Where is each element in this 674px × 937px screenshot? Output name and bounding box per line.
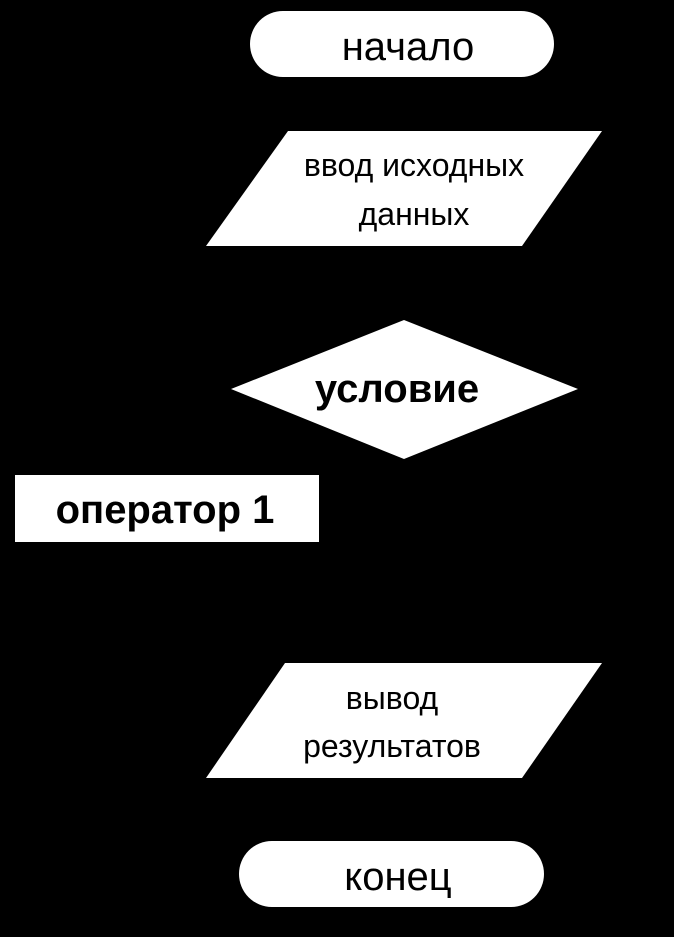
output-label-line1: вывод — [346, 680, 439, 716]
condition-diamond — [231, 320, 578, 459]
input-label-line1: ввод исходных — [304, 147, 524, 183]
operator1-label: оператор 1 — [56, 488, 275, 532]
condition-block: условие — [231, 320, 578, 459]
input-label-line2: данных — [359, 196, 470, 232]
end-terminator-shape — [239, 841, 544, 907]
end-terminator: конец — [239, 841, 544, 907]
input-block: ввод исходных данных — [206, 131, 602, 246]
start-label: начало — [342, 25, 475, 69]
start-terminator: начало — [250, 11, 554, 77]
input-parallelogram — [206, 131, 602, 246]
output-label-line2: результатов — [303, 728, 481, 764]
operator1-rect — [15, 475, 319, 542]
condition-label: условие — [315, 367, 479, 411]
operator1-block: оператор 1 — [15, 475, 319, 542]
end-label: конец — [344, 855, 451, 899]
start-terminator-shape — [250, 11, 554, 77]
output-block: вывод результатов — [206, 663, 602, 778]
output-parallelogram — [206, 663, 602, 778]
